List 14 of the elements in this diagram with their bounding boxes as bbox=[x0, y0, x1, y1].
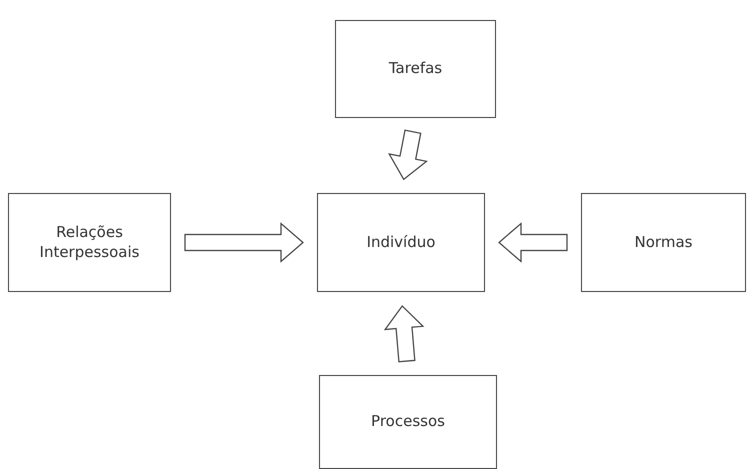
process-box bbox=[319, 375, 497, 469]
block-arrow bbox=[384, 305, 424, 362]
block-arrow bbox=[388, 130, 428, 180]
box-label: Processos bbox=[370, 412, 446, 432]
block-arrow bbox=[498, 222, 568, 263]
process-box bbox=[317, 193, 485, 292]
process-box bbox=[8, 193, 171, 292]
box-label: Indivíduo bbox=[366, 232, 436, 252]
box-label: Relações Interpessoais bbox=[38, 223, 140, 262]
process-box bbox=[335, 20, 496, 118]
box-label: Tarefas bbox=[388, 59, 444, 79]
process-box bbox=[581, 193, 746, 292]
block-arrow bbox=[184, 222, 304, 263]
box-label: Normas bbox=[634, 232, 694, 252]
